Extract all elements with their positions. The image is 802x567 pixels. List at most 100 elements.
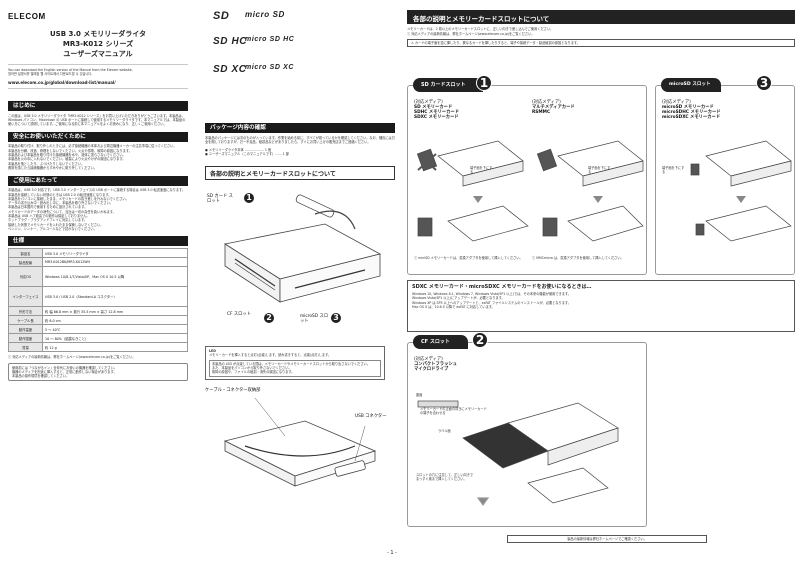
left-column: ELECOM USB 3.0 メモリリーダライタ MR3-K012 シリーズ ユ… — [8, 12, 188, 560]
section-title: 各部の説明とメモリーカードスロットについて — [210, 171, 336, 179]
info-icon: ⓘ — [414, 256, 419, 260]
info-icon: ⓘ — [532, 256, 537, 260]
led-note: 故障の原因や、ファイルの破損・消失の原因になります。 — [212, 370, 295, 375]
cable-illustration: ケーブル・コネクター収納部 USB コネクター — [205, 386, 395, 496]
bottom-note: 製品の最新情報は弊社ホームページでご確認ください。 — [507, 535, 707, 544]
insert-note: 端子面を下にする — [588, 166, 611, 175]
table-row: 外形寸法約 幅 66.8 mm × 奥行 35.5 mm × 高さ 12.8 m… — [8, 306, 188, 317]
microsd-logo: micro SD — [245, 10, 285, 19]
microsd-slot-label: microSD スロット — [300, 314, 329, 325]
logo-grid: SD micro SD SD HC micro SD HC SD XC micr… — [205, 8, 395, 88]
notes-list: 本製品は、USB 3.0 対応です。USB 3.0 インターフェイスの USB … — [8, 188, 188, 231]
sd-slot-title: SD カードスロット — [413, 78, 483, 92]
microsd-slot-number: 3 — [756, 75, 772, 91]
list-item: 本製品の取り付け、取り外しのときには、必ず接続機器の本体および周辺機器メーカーの… — [8, 144, 177, 149]
list-item: 本製品を落としたり、ぶつけたりしないでください。 — [8, 161, 85, 166]
led-warning: 本製品の LED が点滅している間は、メモリーカードやメモリーカードスロットから… — [209, 359, 381, 377]
device-illustration: SD カード スロット 1 CF スロット 2 microSD スロット 3 — [205, 184, 395, 334]
spec-value: USB 3.0 メモリリーダライタ — [42, 248, 188, 259]
sd-slot-number: 1 — [476, 75, 492, 91]
media-label: (対応メディア) — [414, 100, 443, 105]
sdxc-title: SDXC メモリーカード・microSDXC メモリーカードをお使いになるときは… — [412, 284, 592, 290]
spec-header: 仕様 — [8, 236, 188, 247]
list-item: 本製品は日本国内で使用するために設計されています。 — [8, 205, 88, 210]
package-item: ● メモリリーダライタ本体 ……………… 1 個 — [205, 147, 272, 152]
list-item: 本製品を分解、改造、修理をしないでください。火災や感電、故障の原因になります。 — [8, 148, 132, 153]
media-label: (対応メディア) — [532, 100, 561, 105]
media-item: SDXC メモリーカード — [414, 115, 459, 120]
insert-note: 端子面を下にする — [470, 166, 493, 175]
cf-slot-number: 2 — [472, 332, 488, 348]
spec-key: 動作湿度 — [8, 333, 43, 344]
package-header: パッケージ内容の確認 — [205, 123, 395, 133]
spec-value: 約 幅 66.8 mm × 奥行 35.5 mm × 高さ 12.8 mm — [42, 306, 188, 317]
media-label: (対応メディア) — [662, 100, 691, 105]
insert-note: 端子面を下にする — [662, 166, 685, 175]
spec-key: 動作温度 — [8, 324, 43, 335]
right-notice-1: ⓘ 対応メディアの最新情報は、弊社ホームページ(www.elecom.co.jp… — [407, 32, 795, 36]
notice-text: 対応メディアの最新情報は、弊社ホームページ(www.elecom.co.jp)を… — [411, 32, 535, 37]
cf-media: (対応メディア) コンパクトフラッシュ マイクロドライブ — [414, 357, 534, 372]
callout-3: 3 — [330, 312, 342, 325]
media-item: microSD メモリーカード — [662, 105, 714, 110]
download-note-en: You can download the English version of … — [8, 68, 133, 72]
manual-url[interactable]: www.elecom.co.jp/global/download-list/ma… — [8, 79, 116, 85]
media-item: microSDXC メモリーカード — [662, 115, 721, 120]
right-column: 各部の説明とメモリーカードスロットについて メモリーカードは、2 枚以上のメモリ… — [387, 10, 795, 560]
cf-caption: メモリーカードの正面の向きにメモリーカードの端子を合わせる — [420, 407, 487, 416]
sd-slot-panel: SD カードスロット 1 (対応メディア) SD メモリーカード SDHC メモ… — [407, 75, 647, 275]
list-item: 本製品の操作環境を確認してください。 — [12, 374, 70, 379]
note-text: miniSD メモリーカードは、変換アダプタを使用して挿入してください。 — [418, 256, 523, 260]
sd-slot-label: SD カード スロット — [207, 194, 233, 205]
safety-list: 本製品の取り付け、取り外しのときには、必ず接続機器の本体および周辺機器メーカーの… — [8, 144, 188, 170]
middle-column: SD micro SD SD HC micro SD HC SD XC micr… — [205, 8, 395, 560]
spec-value: USB 3.0 / USB 2.0（Standard-A コネクター） — [42, 286, 188, 308]
media-item: マルチメディアカード — [532, 105, 575, 110]
package-text: 本製品のパッケージには次のものが入っています。作業を始める前に、すべてが揃ってい… — [205, 136, 395, 145]
sd-logo: SD — [213, 10, 230, 22]
right-intro: メモリーカードは、2 枚以上のメモリーカードスロットに、正しい向きで差し込んでご… — [407, 27, 554, 31]
list-item: Windows XP は SP3 以上へのアップデートと、exFAT ファイルシ… — [412, 300, 571, 305]
spec-key: 外形寸法 — [8, 306, 43, 317]
list-item: 本製品は USB ハブ経由での動作は保証しておりません。 — [8, 214, 90, 219]
list-item: 本製品および本製品を取り付けた接続機器を水や、液体に濡らさないでください。 — [8, 153, 126, 158]
safety-header: 安全にお使いいただくために — [8, 132, 188, 143]
led-note: 本製品の LED が点滅している間は、メモリーカードやメモリーカードスロットから… — [212, 361, 370, 366]
sdxc-box: SDXC メモリーカード・microSDXC メモリーカードをお使いになるときは… — [407, 280, 795, 332]
spec-key: インターフェイス — [8, 286, 43, 308]
list-item: データの書き込み中・読み出し中に、本製品を取り外さないでください。 — [8, 201, 113, 206]
info-icon: ⓘ — [407, 32, 412, 37]
spec-value: 10 〜 80%（結露なきこと） — [42, 333, 188, 344]
list-item: メモリカードのデータの消失について、当社は一切の責任を負いかねます。 — [8, 209, 116, 214]
list-item: Mac OS X は、10.6.5 以降で exFAT に対応しています。 — [412, 304, 495, 309]
media-item: microSDHC メモリーカード — [662, 110, 721, 115]
cf-slot-panel: CF スロット 2 (対応メディア) コンパクトフラッシュ マイクロドライブ 裏… — [407, 332, 647, 527]
microsdhc-logo: micro SD HC — [245, 36, 295, 43]
callout-1: 1 — [243, 192, 255, 205]
list-item: 異常を感じたら接続機器からすみやかに取り外してください。 — [8, 165, 97, 170]
media-item: コンパクトフラッシュ — [414, 362, 457, 367]
download-note-ko: 영어판 설명서를 엘레컴 웹 사이트에서 다운로드할 수 있습니다. — [8, 72, 93, 77]
spec-value: 約 6.0 cm — [42, 315, 188, 326]
microsd-slot-title: microSD スロット — [661, 78, 721, 92]
led-label: LED — [209, 349, 216, 354]
micro-media: (対応メディア) microSD メモリーカード microSDHC メモリーカ… — [662, 100, 792, 120]
cf-insert-drawing — [417, 400, 619, 507]
footnote-text: 対応メディアの最新情報は、弊社ホームページ(www.elecom.co.jp)を… — [12, 355, 136, 360]
led-note: また、本製品をパソコンから取り外さないでください。 — [212, 366, 292, 371]
spec-key: ケーブル長 — [8, 315, 43, 326]
media-item: RSMMC — [532, 110, 551, 115]
reader-drawing — [223, 194, 382, 303]
callout-2: 2 — [263, 312, 275, 325]
underside-drawing — [223, 397, 377, 487]
cable-storage-label: ケーブル・コネクター収納部 — [205, 387, 261, 393]
list-item: ホットプラグ・プラグアンドプレイに対応しています。 — [8, 218, 88, 223]
list-item: 本製品を接続していない状態のときは USB 2.0 の転送速度になります。 — [8, 192, 112, 197]
notes-header: ご使用にあたって — [8, 176, 188, 187]
package-item: ● ユーザーズマニュアル（このマニュアルです）…… 1 部 — [205, 151, 289, 156]
page-number: - 1 - — [387, 550, 397, 556]
